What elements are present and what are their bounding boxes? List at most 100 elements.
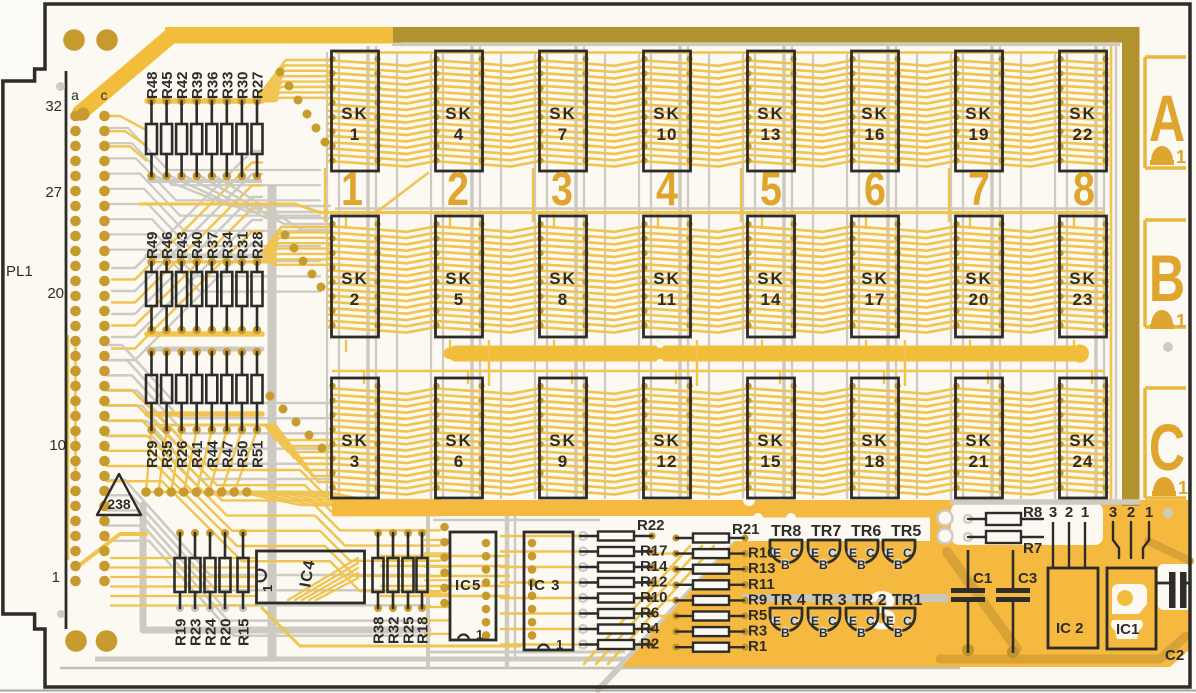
svg-text:23: 23 [1073,290,1094,309]
svg-text:R32: R32 [386,616,403,644]
svg-text:2: 2 [350,290,360,309]
svg-text:R16: R16 [748,545,776,562]
svg-text:SK: SK [757,104,785,123]
svg-text:R23: R23 [188,618,205,646]
svg-text:10: 10 [49,437,66,454]
svg-text:6: 6 [454,452,464,471]
svg-text:3: 3 [1049,504,1057,521]
svg-text:C: C [790,614,799,628]
svg-text:TR 2: TR 2 [852,592,887,609]
svg-text:E: E [811,614,819,628]
svg-text:238: 238 [107,496,131,512]
svg-text:B: B [781,626,790,640]
svg-text:1: 1 [52,569,60,586]
svg-text:3: 3 [1109,504,1117,521]
svg-text:7: 7 [558,125,568,144]
svg-text:PL1: PL1 [6,263,33,280]
svg-text:7: 7 [968,164,990,216]
svg-text:R19: R19 [173,618,190,646]
svg-text:27: 27 [45,184,62,201]
svg-text:IC 3: IC 3 [529,577,561,594]
svg-text:B: B [819,626,828,640]
svg-text:R11: R11 [748,576,775,593]
svg-text:R1: R1 [748,638,767,655]
svg-text:22: 22 [1073,125,1094,144]
svg-text:R21: R21 [732,521,760,538]
svg-text:17: 17 [865,290,886,309]
svg-text:1: 1 [260,585,275,592]
svg-text:R15: R15 [236,618,253,646]
svg-text:SK: SK [549,104,577,123]
svg-text:E: E [773,546,781,560]
svg-text:R3: R3 [748,623,767,640]
svg-text:21: 21 [969,452,990,471]
svg-text:E: E [886,546,894,560]
svg-text:IC5: IC5 [455,577,481,594]
svg-text:3: 3 [551,164,573,216]
svg-text:C: C [790,546,799,560]
svg-text:SK: SK [341,269,369,288]
svg-text:19: 19 [969,125,990,144]
svg-text:E: E [811,546,819,560]
svg-text:B: B [857,558,866,572]
svg-text:SK: SK [757,269,785,288]
svg-text:C2: C2 [1165,647,1184,664]
svg-text:c: c [101,87,108,103]
svg-text:R27: R27 [250,71,267,99]
svg-text:B: B [894,626,903,640]
svg-text:TR5: TR5 [891,523,921,540]
svg-text:R47: R47 [219,440,236,468]
svg-text:R50: R50 [234,440,251,468]
svg-text:16: 16 [865,125,886,144]
svg-text:8: 8 [558,290,568,309]
svg-text:1: 1 [1176,147,1186,167]
svg-text:SK: SK [861,269,889,288]
svg-text:R28: R28 [250,231,267,259]
svg-text:C: C [828,614,837,628]
svg-text:5: 5 [760,164,782,216]
svg-text:R8: R8 [1023,504,1042,521]
svg-text:SK: SK [341,431,369,450]
svg-text:R17: R17 [640,543,668,560]
svg-text:8: 8 [1073,164,1095,216]
svg-text:A: A [1149,82,1185,155]
svg-text:1: 1 [1081,504,1089,521]
svg-text:TR8: TR8 [771,523,801,540]
svg-text:2: 2 [1127,504,1135,521]
svg-text:2: 2 [1065,504,1073,521]
svg-text:R29: R29 [144,440,161,468]
svg-text:B: B [857,626,866,640]
svg-text:SK: SK [653,269,681,288]
svg-text:TR 3: TR 3 [812,592,847,609]
svg-text:1: 1 [1145,504,1153,521]
svg-text:B: B [781,558,790,572]
svg-text:R35: R35 [159,440,176,468]
svg-text:4: 4 [656,164,678,216]
svg-text:R33: R33 [219,71,236,99]
svg-text:C3: C3 [1018,570,1037,587]
svg-text:SK: SK [653,431,681,450]
svg-text:R38: R38 [371,616,388,644]
svg-text:TR 4: TR 4 [771,592,806,609]
svg-text:R44: R44 [204,440,221,468]
svg-text:10: 10 [657,125,678,144]
svg-text:R12: R12 [640,574,668,591]
svg-text:5: 5 [454,290,464,309]
svg-text:1: 1 [556,637,563,652]
svg-text:SK: SK [445,431,473,450]
svg-text:SK: SK [1069,269,1097,288]
svg-text:SK: SK [549,431,577,450]
svg-text:IC1: IC1 [1116,621,1139,638]
svg-text:IC 2: IC 2 [1056,620,1084,637]
svg-text:C: C [828,546,837,560]
svg-text:R9: R9 [748,591,767,608]
svg-text:1: 1 [1176,311,1186,331]
svg-text:R24: R24 [203,618,220,646]
svg-text:E: E [849,614,857,628]
svg-text:R45: R45 [159,71,176,99]
svg-text:20: 20 [969,290,990,309]
svg-text:1: 1 [341,164,363,216]
svg-text:14: 14 [761,290,782,309]
svg-text:SK: SK [757,431,785,450]
svg-text:R41: R41 [189,440,206,468]
